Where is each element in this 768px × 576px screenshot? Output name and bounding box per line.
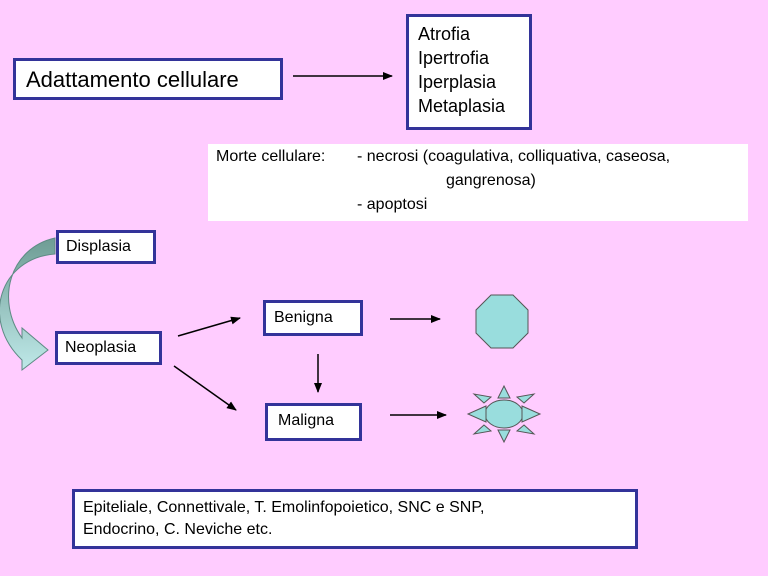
benign-tumor-octagon-icon: [475, 294, 529, 349]
malignant-label: Maligna: [278, 412, 335, 429]
cell-death-necrosis-cont: gangrenosa): [446, 172, 536, 189]
cell-death-box: Morte cellulare: - necrosi (coagulativa,…: [208, 144, 748, 221]
type-atrophy: Atrofia: [418, 24, 471, 44]
adaptation-types-box: Atrofia Ipertrofia Iperplasia Metaplasia: [406, 14, 532, 130]
cell-death-necrosis: - necrosi (coagulativa, colliquativa, ca…: [357, 148, 671, 165]
cell-death-label: Morte cellulare:: [216, 148, 326, 165]
benign-label: Benigna: [274, 309, 333, 326]
arrow-neoplasia-to-malignant: [173, 365, 237, 411]
malignant-box: Maligna: [265, 403, 362, 441]
benign-box: Benigna: [263, 300, 363, 336]
adaptation-title-box: Adattamento cellulare: [13, 58, 283, 100]
type-hyperplasia: Iperplasia: [418, 72, 497, 92]
neoplasia-label: Neoplasia: [65, 339, 137, 356]
dysplasia-label: Displasia: [66, 238, 131, 255]
dysplasia-box: Displasia: [56, 230, 156, 264]
arrow-neoplasia-to-benign: [177, 316, 241, 337]
type-hypertrophy: Ipertrofia: [418, 48, 490, 68]
tissue-origins-line1: Epiteliale, Connettivale, T. Emolinfopoi…: [83, 499, 485, 516]
cell-death-apoptosis: - apoptosi: [357, 196, 428, 213]
neoplasia-box: Neoplasia: [55, 331, 162, 365]
malignant-tumor-star-icon: [466, 384, 542, 444]
adaptation-title: Adattamento cellulare: [26, 67, 239, 92]
type-metaplasia: Metaplasia: [418, 96, 506, 116]
tissue-origins-line2: Endocrino, C. Neviche etc.: [83, 521, 273, 538]
tissue-origins-box: Epiteliale, Connettivale, T. Emolinfopoi…: [72, 489, 638, 549]
curved-arrow-dysplasia-to-neoplasia: [0, 237, 56, 372]
